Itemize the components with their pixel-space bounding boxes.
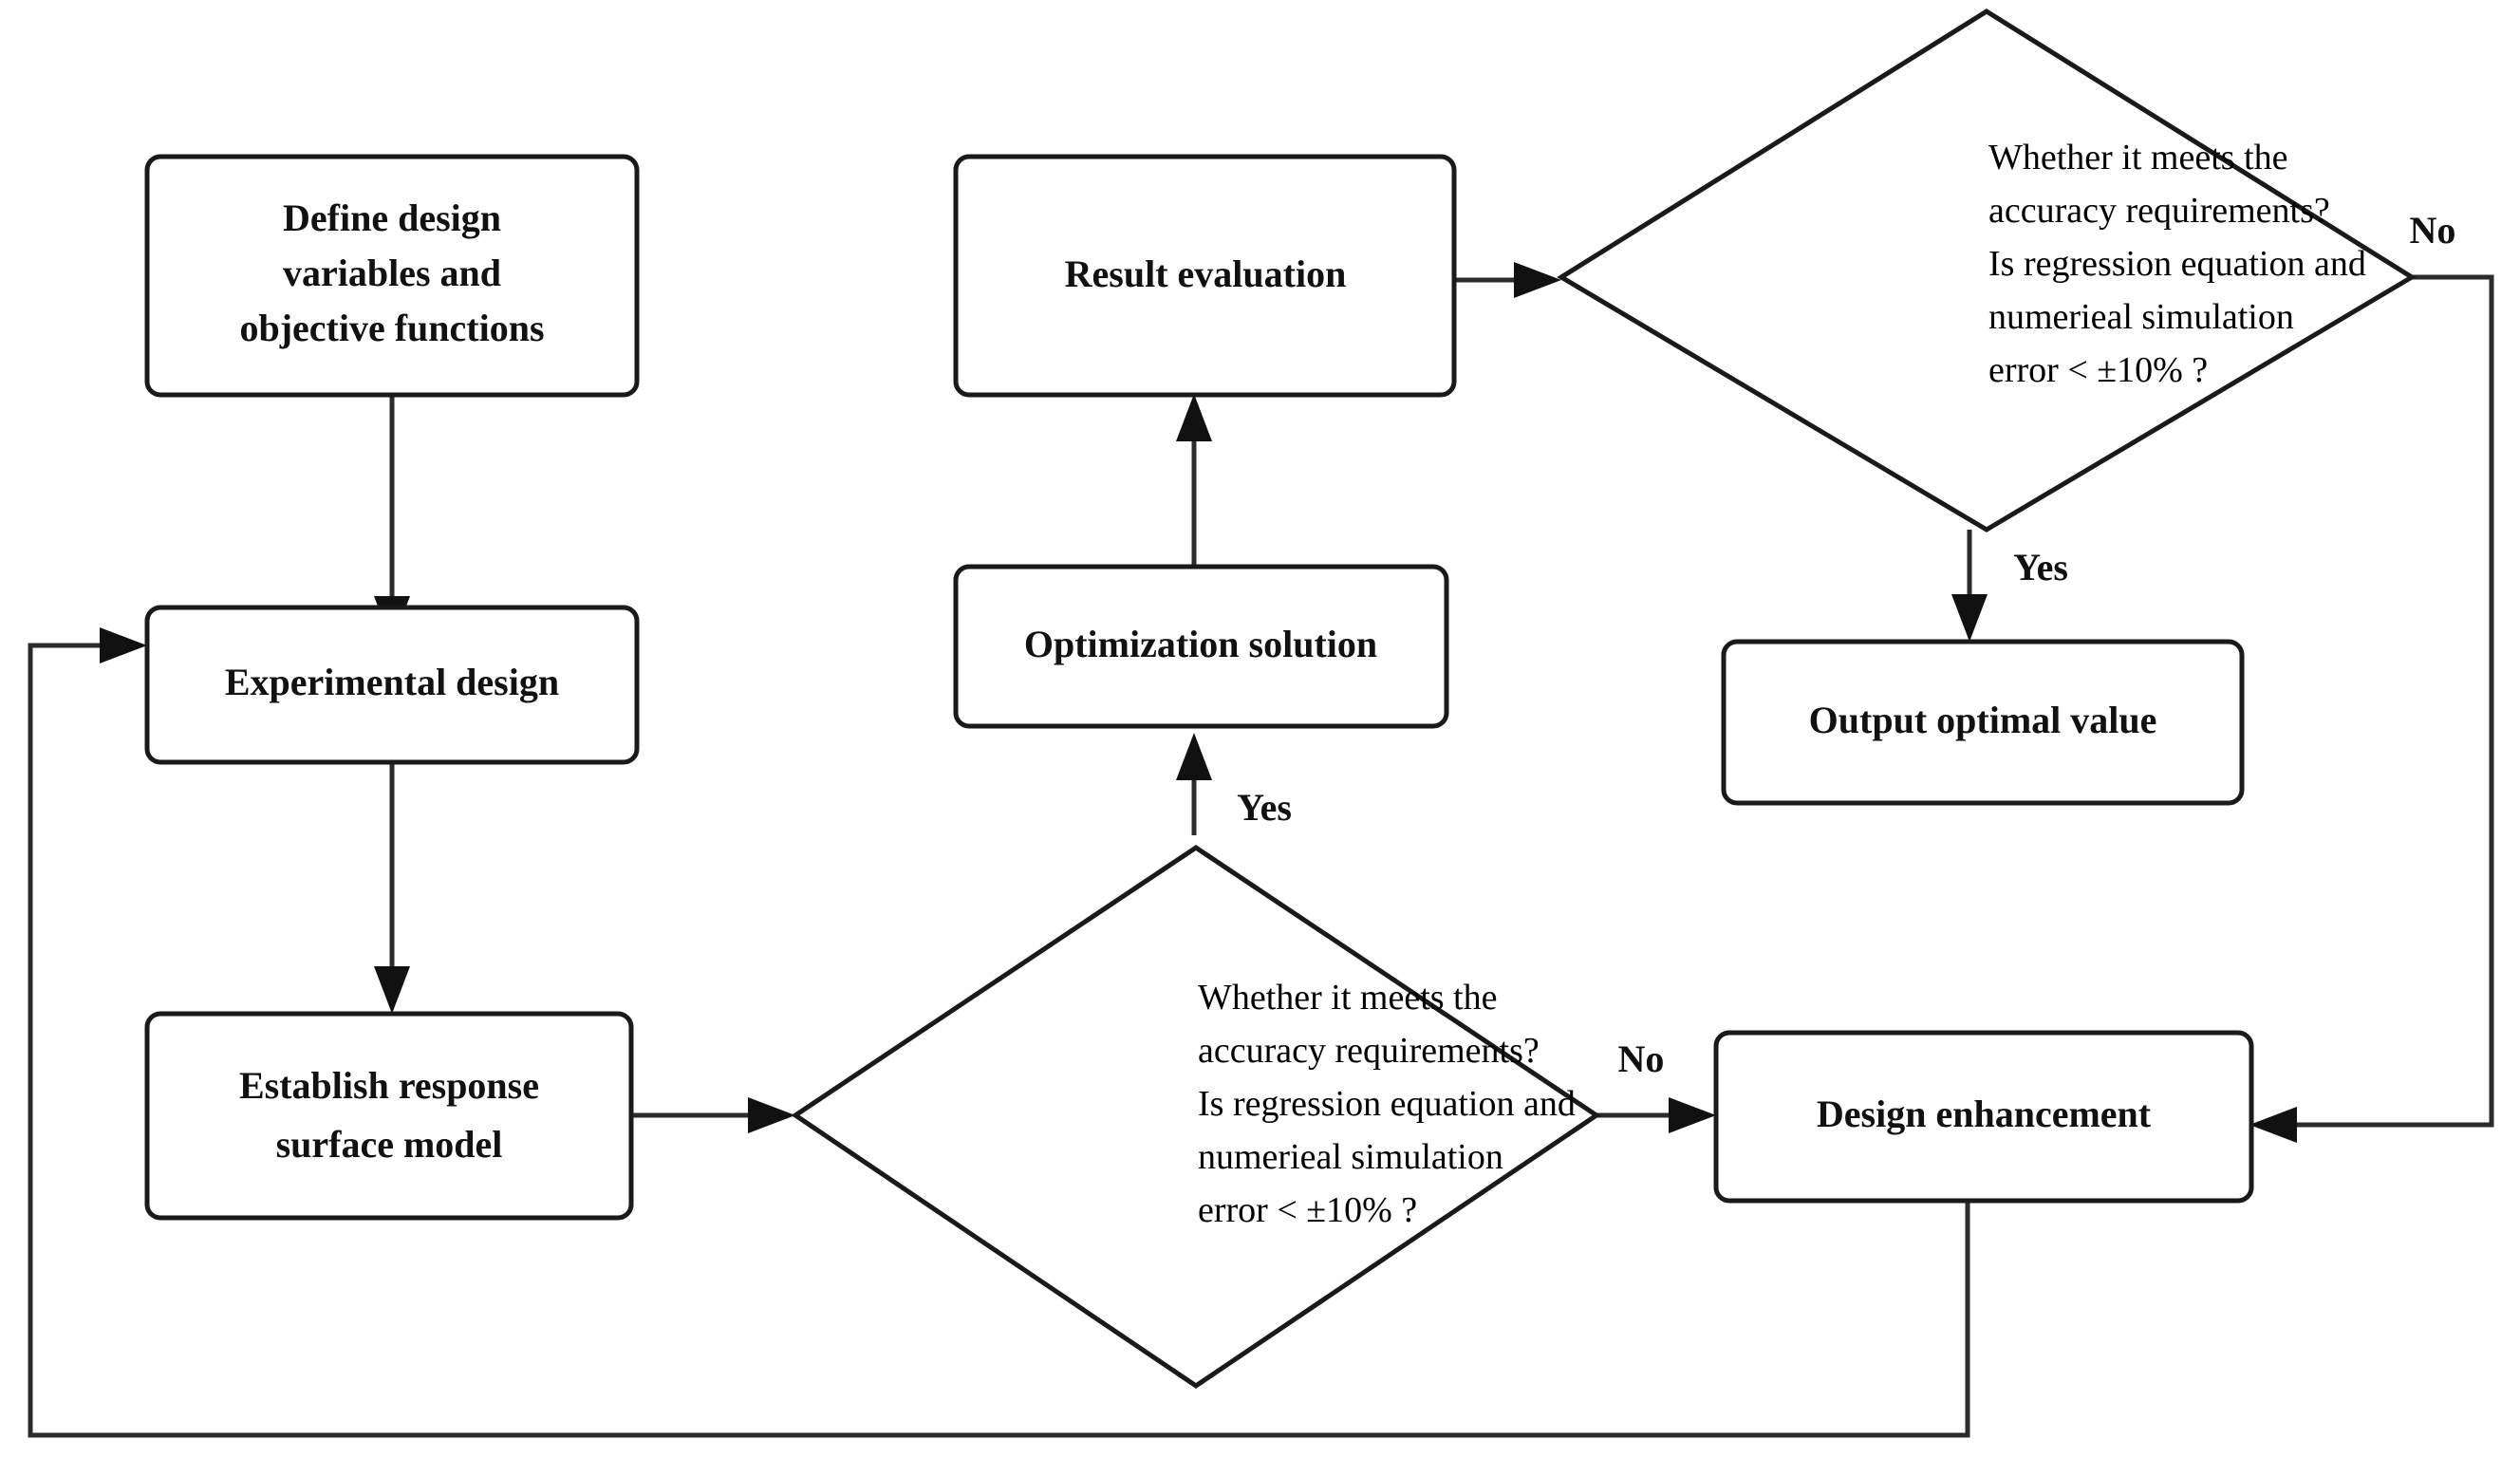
edge-label-lower-no: No <box>1618 1037 1665 1080</box>
node-decision-lower[interactable]: Whether it meets the accuracy requiremen… <box>791 844 1601 1390</box>
node-define-design-variables-line-1: Define design <box>283 196 501 239</box>
edge-experimental-to-rsm <box>374 762 410 1014</box>
edge-rsm-to-lower-decision <box>631 1097 795 1133</box>
edge-lower-decision-yes <box>1176 733 1212 835</box>
node-define-design-variables-line-2: variables and <box>283 252 501 294</box>
node-decision-upper-line-1: Whether it meets the <box>1988 138 2288 177</box>
node-define-design-variables-line-3: objective functions <box>239 307 544 349</box>
node-decision-lower-line-1: Whether it meets the <box>1198 978 1498 1018</box>
node-decision-lower-line-5: error < ±10% ? <box>1198 1190 1417 1230</box>
node-optimization-solution-label: Optimization solution <box>1024 623 1377 665</box>
node-decision-upper-line-3: Is regression equation and <box>1988 244 2366 284</box>
node-define-design-variables-box[interactable] <box>144 154 640 398</box>
node-decision-upper[interactable]: Whether it meets the accuracy requiremen… <box>1557 9 2417 532</box>
edge-label-lower-yes: Yes <box>1237 786 1292 829</box>
node-design-enhancement-label: Design enhancement <box>1817 1093 2152 1135</box>
node-optimization-solution-box[interactable] <box>953 564 1449 729</box>
node-decision-upper-line-5: error < ±10% ? <box>1988 350 2208 390</box>
node-decision-upper-diamond[interactable] <box>1557 9 2417 532</box>
node-decision-lower-line-4: numerieal simulation <box>1198 1137 1503 1177</box>
edge-label-upper-yes: Yes <box>2013 546 2068 588</box>
node-experimental-design-box[interactable] <box>144 605 640 765</box>
node-decision-lower-diamond[interactable] <box>791 844 1601 1390</box>
node-decision-upper-line-2: accuracy requirements? <box>1988 191 2330 231</box>
edge-upper-decision-yes <box>1951 530 1988 642</box>
edge-design-enhancement-feedback-loop <box>28 627 1970 1438</box>
node-result-evaluation-box[interactable] <box>953 154 1457 398</box>
node-result-evaluation-label: Result evaluation <box>1065 252 1347 295</box>
node-output-optimal-value[interactable]: Output optimal value <box>1721 639 2245 806</box>
node-output-optimal-value-label: Output optimal value <box>1809 699 2157 741</box>
node-establish-response-surface-model[interactable]: Establish response surface model <box>144 1011 634 1221</box>
node-decision-lower-line-3: Is regression equation and <box>1198 1084 1576 1124</box>
node-design-enhancement[interactable]: Design enhancement <box>1713 1030 2254 1204</box>
edge-result-to-upper-decision <box>1454 262 1561 298</box>
node-establish-rsm-line-1: Establish response <box>239 1064 539 1107</box>
edge-label-upper-no: No <box>2410 209 2456 252</box>
node-optimization-solution[interactable]: Optimization solution <box>953 564 1449 729</box>
edge-lower-decision-no <box>1596 1097 1716 1133</box>
edge-upper-decision-no <box>2249 274 2494 1143</box>
node-establish-response-surface-model-box[interactable] <box>144 1011 634 1221</box>
node-design-enhancement-box[interactable] <box>1713 1030 2254 1204</box>
node-result-evaluation[interactable]: Result evaluation <box>953 154 1457 398</box>
node-establish-rsm-line-2: surface model <box>276 1123 503 1166</box>
node-experimental-design-label: Experimental design <box>225 661 559 703</box>
node-define-design-variables[interactable]: Define design variables and objective fu… <box>144 154 640 398</box>
node-decision-upper-line-4: numerieal simulation <box>1988 297 2294 337</box>
node-output-optimal-value-box[interactable] <box>1721 639 2245 806</box>
node-decision-lower-line-2: accuracy requirements? <box>1198 1031 1540 1071</box>
node-experimental-design[interactable]: Experimental design <box>144 605 640 765</box>
